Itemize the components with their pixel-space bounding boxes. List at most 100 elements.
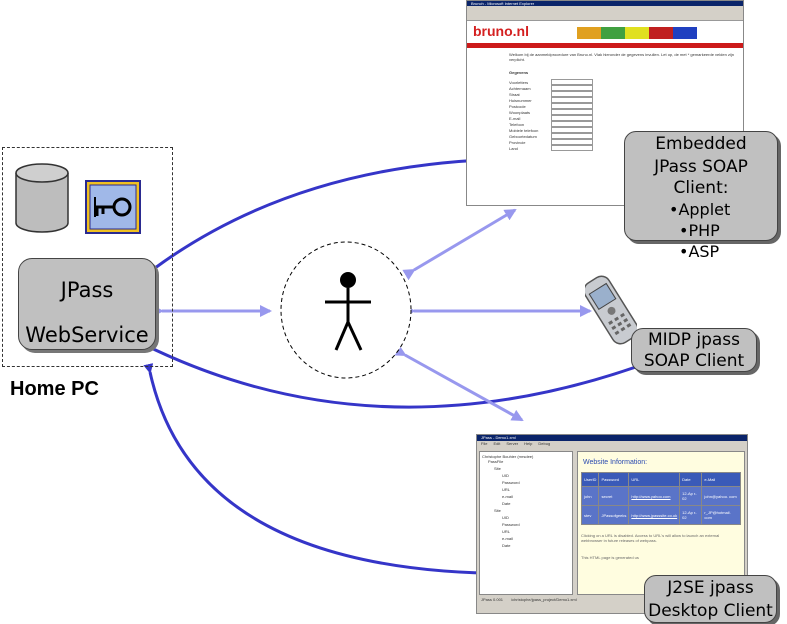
desktop-menu-item[interactable]: File [481,441,488,446]
desktop-tree-item[interactable]: Date [502,501,511,506]
desktop-table-cell: 12-Ap r-02 [679,486,703,506]
web-field-input[interactable] [551,121,593,127]
web-field-input[interactable] [551,79,593,85]
web-field-input[interactable] [551,133,593,139]
desktop-menu-item[interactable]: Server [506,441,519,446]
web-welcome-text: Welkom bij de aanmeldprocedure van Bruno… [509,52,734,62]
web-form-field: Telefoon [509,121,737,127]
database-cylinder-icon [15,163,69,233]
arrow-user-desktop [393,344,524,422]
desktop-tree-item[interactable]: e-mail [502,536,513,541]
web-field-label: E-mail [509,115,521,121]
web-form-field: Achternaam [509,85,737,91]
web-form-field: Straat [509,91,737,97]
web-form-field: Postcode [509,103,737,109]
key-icon [85,180,141,234]
desktop-note: Clicking on a URL is disabled. Access to… [581,533,720,543]
desktop-menu-item[interactable]: Help [524,441,533,446]
desktop-table-header: Password [598,472,630,487]
desktop-tree-item[interactable]: URL [502,487,511,492]
desktop-window-title: JPass - Demo1.xml [477,435,747,441]
midp-client-node: MIDP jpass SOAP Client [631,328,757,372]
web-field-input[interactable] [551,103,593,109]
desktop-status-bar: JPass 0.001/christophe/jpass_project/Dem… [477,597,747,602]
web-field-input[interactable] [551,127,593,133]
web-field-input[interactable] [551,91,593,97]
web-field-label: Voorletters [509,79,529,85]
desktop-menu-item[interactable]: Debug [538,441,551,446]
web-form-field: Mobiele telefoon [509,127,737,133]
embedded-item-applet: •Applet [669,200,731,219]
desktop-tree-item[interactable]: PassFile [488,459,504,464]
web-field-input[interactable] [551,145,593,151]
desktop-table-link[interactable]: http://www.yahoo.com [628,486,681,506]
desktop-table-cell: john@yahoo. com [701,486,741,506]
web-form-field: Land [509,145,737,151]
desktop-tree-item[interactable]: UID [502,473,509,478]
web-section-title: Gegevens [509,70,529,75]
web-field-input[interactable] [551,85,593,91]
web-field-label: Land [509,145,518,151]
web-form-field: Provincie [509,139,737,145]
desktop-table-header: Date [679,472,703,487]
webservice-label-line1: JPass [60,278,114,302]
web-field-input[interactable] [551,109,593,115]
home-pc-frame [2,147,173,367]
desktop-table-cell: john [580,486,600,506]
desktop-tree-item[interactable]: Password [502,480,520,485]
desktop-table-header: e-Mail [701,472,741,487]
desktop-table-header: URL [628,472,681,487]
web-form-field: Woonplaats [509,109,737,115]
web-form-field: E-mail [509,115,737,121]
desktop-table-cell: 12-Ap r-02 [679,505,703,525]
desktop-menu-bar: File Edit Server Help Debug [477,441,747,449]
web-field-input[interactable] [551,115,593,121]
j2se-label-line2: Desktop Client [648,601,773,621]
webservice-label-line2: WebService [25,323,149,347]
desktop-tree-item[interactable]: Date [502,543,511,548]
jpass-webservice-node: JPass WebService [18,258,156,350]
desktop-tree-item[interactable]: URL [502,529,511,534]
web-field-label: Huisnummer [509,97,532,103]
desktop-table-link[interactable]: http://www.jpasssite.co.uk [628,505,681,525]
embedded-item-php: •PHP [679,221,720,240]
web-window-title: Brunch - Microsoft Internet Explorer [467,1,743,6]
web-field-label: Woonplaats [509,109,531,115]
desktop-tree-item[interactable]: Site [494,466,501,471]
web-field-label: Geboortedatum [509,133,537,139]
desktop-tree-item[interactable]: Password [502,522,520,527]
embedded-item-asp: •ASP [679,242,720,261]
web-logo: bruno.nl [473,23,529,39]
desktop-table-cell: secret [598,486,630,506]
mobile-phone-icon [585,275,637,345]
desktop-table-header: UserID [580,472,600,487]
desktop-table-cell: stev [580,505,600,525]
web-field-input[interactable] [551,139,593,145]
web-field-label: Telefoon [509,121,525,127]
web-field-input[interactable] [551,97,593,103]
web-field-label: Postcode [509,103,526,109]
web-form-field: Huisnummer [509,97,737,103]
desktop-panel-title: Website Information: [583,459,648,466]
j2se-label-line1: J2SE jpass [667,578,754,598]
desktop-tree-item[interactable]: e-mail [502,494,513,499]
web-form-field: Voorletters [509,79,737,85]
embedded-client-list: •Applet •PHP •ASP [625,199,777,262]
desktop-tree-item[interactable]: Site [494,508,501,513]
desktop-menu-item[interactable]: Edit [493,441,501,446]
desktop-tree-item[interactable]: UID [502,515,509,520]
midp-label-line2: SOAP Client [643,351,745,371]
home-pc-label: Home PC [10,378,99,400]
j2se-client-node: J2SE jpass Desktop Client [644,575,777,623]
web-field-label: Mobiele telefoon [509,127,539,133]
desktop-footer-note: This HTML page is generated us [581,555,639,560]
midp-label-line1: MIDP jpass [647,330,741,350]
desktop-table-cell: JPassofgeeks [598,505,630,525]
embedded-client-node: Embedded JPass SOAP Client: •Applet •PHP… [624,131,778,261]
web-field-label: Achternaam [509,85,531,91]
